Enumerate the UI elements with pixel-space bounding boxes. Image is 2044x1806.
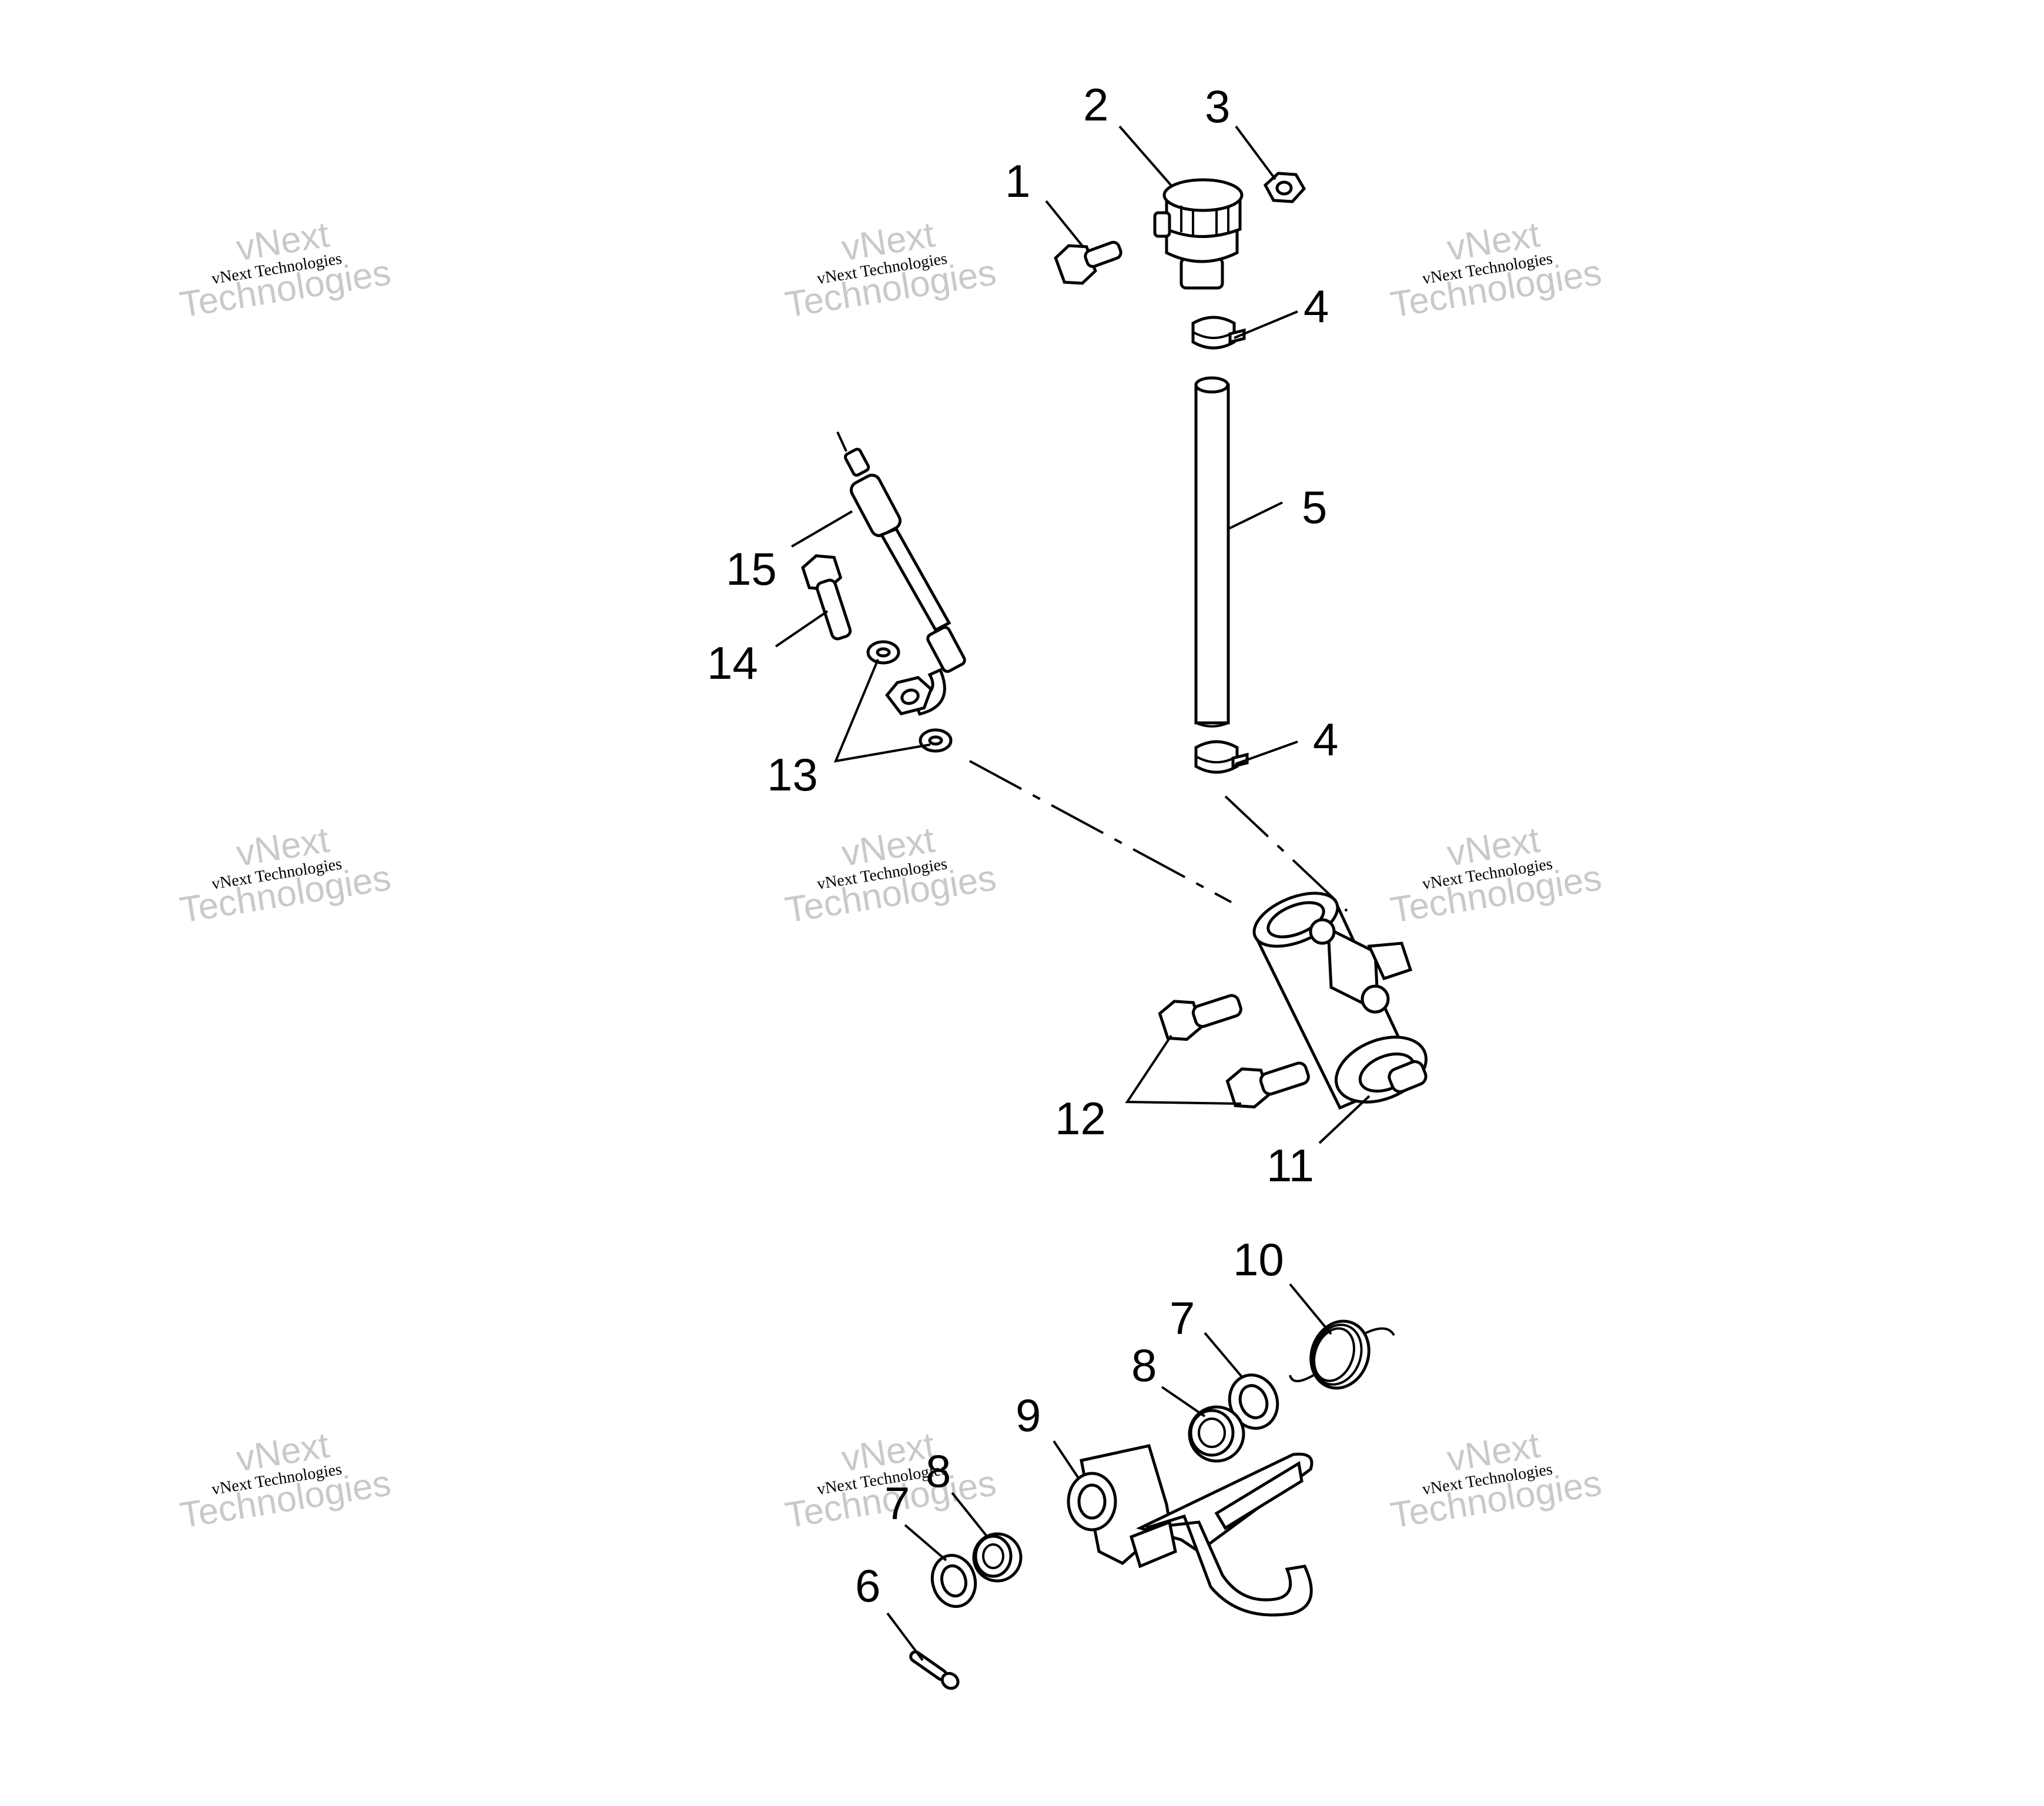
part-mount-bolt xyxy=(1225,1061,1310,1109)
part-bushing xyxy=(972,1532,1023,1583)
leader-line xyxy=(1228,501,1283,530)
callout-11: 11 xyxy=(1266,1140,1314,1191)
callout-4-bottom: 4 xyxy=(1313,713,1338,765)
callout-5: 5 xyxy=(1302,481,1327,533)
leader-lines xyxy=(775,125,1371,1661)
callout-15: 15 xyxy=(726,543,777,595)
part-flat-washer xyxy=(1228,1373,1279,1430)
watermark: vNext Technologies vNext Technologies xyxy=(782,215,998,326)
leader-line xyxy=(1053,1440,1080,1479)
part-master-cylinder xyxy=(1252,892,1428,1110)
part-nut xyxy=(1263,172,1306,203)
leader-line xyxy=(1161,1386,1206,1418)
watermark: vNext Technologies vNext Technologies xyxy=(1388,215,1604,326)
leader-line xyxy=(1125,1034,1242,1105)
part-banjo-bolt xyxy=(801,554,852,641)
watermark-layer: vNext Technologies vNext Technologies vN… xyxy=(177,215,1604,1536)
part-hose-clamp-bottom xyxy=(1194,740,1249,774)
part-washer xyxy=(866,640,900,665)
callout-7-left: 7 xyxy=(884,1477,910,1529)
assembly-line xyxy=(969,760,1232,903)
leader-line xyxy=(1234,310,1298,339)
part-brake-line xyxy=(836,431,966,716)
leader-line xyxy=(1289,1283,1332,1335)
callout-14: 14 xyxy=(707,637,758,689)
leader-line xyxy=(833,659,931,763)
callout-2: 2 xyxy=(1083,79,1108,130)
part-flat-washer xyxy=(930,1553,977,1609)
callout-7-right: 7 xyxy=(1170,1292,1195,1344)
leader-line xyxy=(1318,1095,1371,1144)
callout-10: 10 xyxy=(1233,1234,1284,1285)
watermark: vNext Technologies vNext Technologies xyxy=(177,820,393,931)
leader-line xyxy=(886,1612,924,1661)
watermark: vNext Technologies vNext Technologies xyxy=(782,820,998,931)
callout-12: 12 xyxy=(1055,1093,1106,1144)
watermark: vNext Technologies vNext Technologies xyxy=(1388,1425,1604,1536)
callout-6: 6 xyxy=(855,1560,880,1611)
part-mount-bolt xyxy=(1158,994,1242,1041)
leader-line xyxy=(1045,200,1084,248)
part-bolt xyxy=(1054,240,1122,285)
callout-13: 13 xyxy=(767,749,818,800)
callout-1: 1 xyxy=(1005,155,1030,207)
leader-line xyxy=(1118,125,1174,188)
callout-8-left: 8 xyxy=(926,1445,951,1497)
part-cotter-pin xyxy=(909,1650,960,1690)
watermark: vNext Technologies vNext Technologies xyxy=(1388,820,1604,931)
leader-line xyxy=(790,510,853,548)
leader-line xyxy=(951,1492,989,1538)
part-washer xyxy=(919,728,953,753)
watermark: vNext Technologies vNext Technologies xyxy=(177,1425,393,1536)
watermark: vNext Technologies vNext Technologies xyxy=(177,215,393,326)
callouts: 1 2 3 4 5 4 15 14 13 12 11 10 7 8 9 8 7 … xyxy=(707,79,1338,1611)
part-reservoir xyxy=(1153,178,1244,290)
part-bushing xyxy=(1188,1405,1245,1463)
assembly-line xyxy=(1224,795,1348,912)
part-brake-pedal xyxy=(1067,1444,1313,1617)
leader-line xyxy=(1204,1332,1244,1379)
callout-9: 9 xyxy=(1016,1389,1041,1441)
callout-4-top: 4 xyxy=(1304,280,1329,332)
leader-line xyxy=(1235,741,1298,765)
part-spring xyxy=(1289,1319,1395,1390)
leader-line xyxy=(904,1524,947,1562)
callout-3: 3 xyxy=(1205,81,1230,132)
leader-line xyxy=(1235,125,1276,180)
part-hose xyxy=(1194,376,1230,728)
callout-8-right: 8 xyxy=(1131,1339,1157,1391)
leader-line xyxy=(775,610,829,648)
part-hose-clamp-top xyxy=(1191,316,1246,350)
